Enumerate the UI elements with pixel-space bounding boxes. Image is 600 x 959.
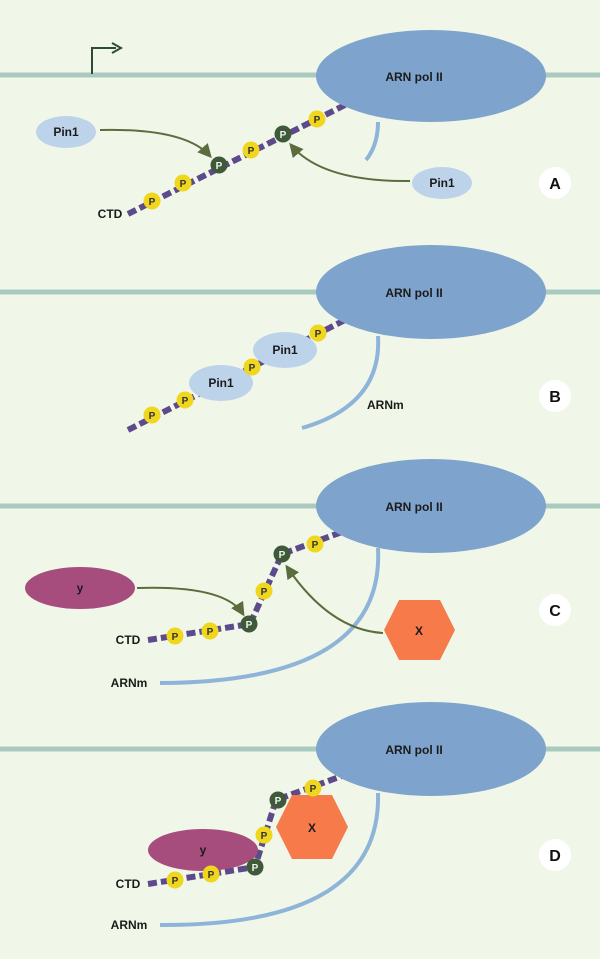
panel-label-b: B: [549, 389, 561, 406]
phospho-site: P: [269, 791, 287, 809]
phospho-site: P: [243, 358, 261, 376]
phospho-site: P: [255, 826, 273, 844]
rna-polymerase-ii: [316, 30, 546, 122]
polymerase-label: ARN pol II: [385, 500, 442, 514]
svg-text:P: P: [172, 876, 179, 887]
ctd-tail: [126, 102, 347, 217]
svg-text:P: P: [249, 363, 256, 374]
pin1-label: Pin1: [272, 343, 298, 357]
svg-text:P: P: [216, 161, 223, 172]
phospho-site: P: [201, 622, 219, 640]
mrna-strand: [364, 121, 380, 162]
polymerase-label: ARN pol II: [385, 70, 442, 84]
phospho-site: P: [242, 141, 260, 159]
svg-text:P: P: [312, 540, 319, 551]
svg-text:P: P: [314, 115, 321, 126]
phospho-site: P: [202, 865, 220, 883]
mrna-label: ARNm: [111, 918, 148, 932]
protein-y-label: y: [200, 843, 207, 857]
svg-text:P: P: [172, 632, 179, 643]
phospho-site: P: [255, 582, 273, 600]
svg-text:P: P: [207, 627, 214, 638]
protein-y-label: y: [77, 581, 84, 595]
phospho-site: P: [274, 125, 292, 143]
binding-arrow: [99, 128, 212, 159]
phospho-site: P: [246, 858, 264, 876]
ctd-label: CTD: [98, 207, 123, 221]
mrna-strand: [301, 335, 381, 430]
panel-label-d: D: [549, 848, 561, 865]
svg-text:P: P: [248, 146, 255, 157]
svg-text:P: P: [261, 587, 268, 598]
polymerase-label: ARN pol II: [385, 286, 442, 300]
svg-text:P: P: [275, 796, 282, 807]
svg-text:P: P: [315, 329, 322, 340]
svg-text:P: P: [280, 130, 287, 141]
protein-x: [384, 600, 455, 660]
protein-y: [148, 829, 258, 871]
panel-c: ARN pol II P P P P P P CTD ARNm y X C: [0, 459, 600, 690]
ctd-label: CTD: [116, 877, 141, 891]
binding-arrow: [285, 564, 384, 634]
pin1-protein: [412, 167, 472, 199]
mrna-strand: [159, 547, 381, 685]
ctd-label: CTD: [116, 633, 141, 647]
phospho-site: P: [210, 156, 228, 174]
protein-x-label: X: [415, 624, 423, 638]
panel-badge: [539, 380, 571, 412]
phospho-site: P: [143, 192, 161, 210]
transcription-start-arrow: [91, 47, 116, 74]
pin1-protein: [189, 365, 253, 401]
svg-text:P: P: [182, 396, 189, 407]
phospho-site: P: [306, 535, 324, 553]
svg-text:P: P: [246, 620, 253, 631]
pin1-label: Pin1: [53, 125, 79, 139]
phospho-site: P: [308, 110, 326, 128]
polymerase-label: ARN pol II: [385, 743, 442, 757]
svg-text:P: P: [310, 784, 317, 795]
panel-label-c: C: [549, 603, 561, 620]
protein-y: [25, 567, 135, 609]
svg-text:P: P: [261, 831, 268, 842]
protein-x-label: X: [308, 821, 316, 835]
panel-b: ARN pol II P P Pin1 P Pin1 P ARNm B: [0, 245, 600, 433]
protein-x: [276, 795, 348, 859]
phospho-site: P: [273, 545, 291, 563]
phospho-site: P: [166, 627, 184, 645]
rna-polymerase-ii: [316, 702, 546, 796]
mrna-strand: [159, 792, 381, 928]
svg-text:P: P: [208, 870, 215, 881]
pin1-protein: [36, 116, 96, 148]
rna-polymerase-ii: [316, 459, 546, 553]
phospho-site: P: [174, 174, 192, 192]
panel-a: ARN pol II P P P P P P CTD Pin1 Pin1 A: [0, 30, 600, 221]
panel-d: ARN pol II X y P P P P P P CTD ARNm D: [0, 702, 600, 932]
rna-polymerase-ii: [316, 245, 546, 339]
svg-text:P: P: [252, 863, 259, 874]
panel-badge: [539, 594, 571, 626]
svg-text:P: P: [180, 179, 187, 190]
panel-badge: [539, 167, 571, 199]
binding-arrow: [289, 142, 411, 183]
mrna-label: ARNm: [111, 676, 148, 690]
phospho-site: P: [143, 406, 161, 424]
svg-text:P: P: [149, 197, 156, 208]
svg-text:P: P: [279, 550, 286, 561]
pin1-label: Pin1: [429, 176, 455, 190]
phospho-site: P: [309, 324, 327, 342]
pin1-label: Pin1: [208, 376, 234, 390]
pin1-protein: [253, 332, 317, 368]
mrna-label: ARNm: [367, 398, 404, 412]
phospho-site: P: [304, 779, 322, 797]
binding-arrow: [136, 586, 245, 617]
phospho-site: P: [240, 615, 258, 633]
panel-label-a: A: [549, 176, 561, 193]
panel-badge: [539, 839, 571, 871]
phospho-site: P: [176, 391, 194, 409]
phospho-site: P: [166, 871, 184, 889]
svg-text:P: P: [149, 411, 156, 422]
